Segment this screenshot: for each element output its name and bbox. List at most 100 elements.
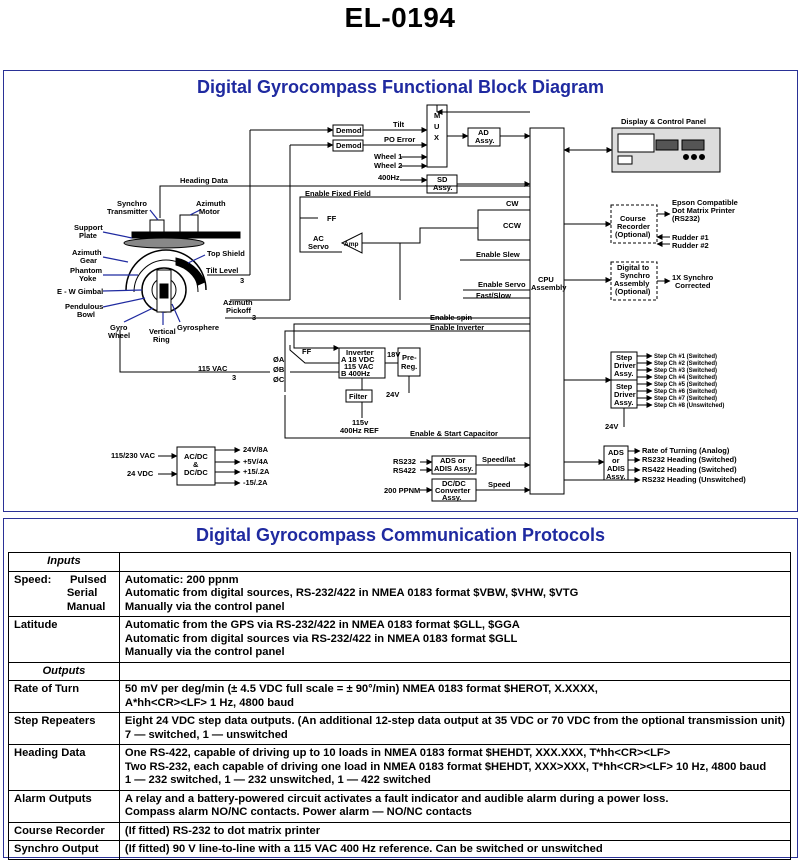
vac115-label: 115 VAC xyxy=(198,364,228,373)
row-value-line: (If fitted) RS-232 to dot matrix printer xyxy=(124,824,321,837)
filter-label: Filter xyxy=(349,392,367,401)
rs232-sw-label: RS232 Heading (Switched) xyxy=(642,455,737,464)
step-channel-label: Step Ch #5 (Switched) xyxy=(654,382,717,388)
rail-15p: +15/.2A xyxy=(243,467,270,476)
ff-label: FF xyxy=(327,214,337,223)
row-value-line: Compass alarm NO/NC contacts. Power alar… xyxy=(124,806,472,818)
inverter-1: Inverter xyxy=(346,348,374,357)
step-driver-1c: Assy. xyxy=(614,369,633,378)
inverter-3: 115 VAC xyxy=(344,362,374,371)
azimuth-gear-1: Azimuth xyxy=(72,248,102,257)
gyrosphere-assembly xyxy=(123,214,241,313)
epson-3: (RS232) xyxy=(672,214,700,223)
inputs-header-empty xyxy=(118,552,792,572)
inverter-block xyxy=(338,347,386,379)
outputs-header-empty xyxy=(118,661,792,681)
dcdc-1: DC/DC xyxy=(442,479,466,488)
row-label-line: Step Repeaters xyxy=(14,715,96,727)
pendulous-bowl-2: Bowl xyxy=(77,310,95,319)
row-value-line: Automatic from digital sources via RS-23… xyxy=(124,632,518,645)
fast-slow-label: Fast/Slow xyxy=(476,291,511,300)
demod-label-1: Demod xyxy=(336,126,362,135)
tilt-level-count: 3 xyxy=(240,276,244,285)
amp-label: Amp xyxy=(344,241,358,248)
row-value: Eight 24 VDC step data outputs. (An addi… xyxy=(118,712,792,745)
row-label: Speed: Pulsed Serial Manual xyxy=(8,570,120,617)
rudder2-label: Rudder #2 xyxy=(672,241,709,250)
vertical-ring-2: Ring xyxy=(153,335,170,344)
speed-label: Speed xyxy=(488,480,511,489)
digital-synchro-block xyxy=(610,261,658,301)
row-value-line: Manually via the control panel xyxy=(124,646,285,658)
inverter-4: B 400Hz xyxy=(341,369,370,378)
mux-u: U xyxy=(434,122,439,131)
row-label: Heading Data xyxy=(8,744,120,791)
ads-out-1: ADS xyxy=(608,448,624,457)
row-value-line: Automatic from the GPS via RS-232/422 in… xyxy=(124,619,520,631)
display-panel-label: Display & Control Panel xyxy=(621,117,706,126)
rs232-unsw-label: RS232 Heading (Unswitched) xyxy=(642,475,746,484)
filter-block xyxy=(345,389,373,403)
row-value-line: A*hh<CR><LF> 1 Hz, 4800 baud xyxy=(124,696,294,709)
tilt-label: Tilt xyxy=(393,120,405,129)
row-label-line: Heading Data xyxy=(14,747,86,759)
vdc-in-label: 24 VDC xyxy=(127,469,154,478)
row-value: Automatic from the GPS via RS-232/422 in… xyxy=(118,616,792,663)
row-label-line: Rate of Turn xyxy=(14,683,80,695)
row-value-line: A relay and a battery-powered circuit ac… xyxy=(124,792,669,805)
row-value-line: Manually via the control panel xyxy=(124,600,285,613)
step-channel-label: Step Ch #4 (Switched) xyxy=(654,375,717,381)
gyro-wheel-1: Gyro xyxy=(110,323,128,332)
gyro-wheel-2: Wheel xyxy=(108,331,130,340)
row-value: A relay and a battery-powered circuit ac… xyxy=(118,789,792,823)
ff2-label: FF xyxy=(302,347,312,356)
table-row: Rate of Turn 50 mV per deg/min (± 4.5 VDC… xyxy=(8,680,792,713)
heading-data-label: Heading Data xyxy=(180,176,229,185)
ads-out-2: or xyxy=(612,456,620,465)
table-row: Alarm Outputs A relay and a battery-power… xyxy=(8,789,792,823)
acdc-block xyxy=(176,446,216,486)
synchro-1x-2: Corrected xyxy=(675,281,711,290)
sd-label-2: Assy. xyxy=(433,183,452,192)
table-row: Course Recorder(If fitted) RS-232 to dot… xyxy=(8,821,792,841)
step-driver-block-2 xyxy=(610,379,638,409)
row-label-line: Speed: Pulsed xyxy=(14,573,107,586)
ac-servo-1: AC xyxy=(313,234,324,243)
row-value: 50 mV per deg/min (± 4.5 VDC full scale … xyxy=(118,680,792,713)
row-label: Alarm Outputs xyxy=(8,789,120,823)
dcdc-3: Assy. xyxy=(442,493,461,502)
pickoff-count: 3 xyxy=(252,313,256,322)
ac-servo-2: Servo xyxy=(308,242,329,251)
enable-spin-label: Enable spin xyxy=(430,313,473,322)
step-driver-2a: Step xyxy=(616,382,633,391)
gyrosphere-label: Gyrosphere xyxy=(177,323,219,332)
phase-a: ØA xyxy=(273,355,285,364)
po-error-label: PO Error xyxy=(384,135,415,144)
v18-label: 18V xyxy=(387,350,400,359)
digital-synchro-label-4: (Optional) xyxy=(615,287,651,296)
course-recorder-block xyxy=(610,204,658,244)
course-recorder-label-1: Course xyxy=(620,214,646,223)
step-channel-label: Step Ch #2 (Switched) xyxy=(654,361,717,367)
ref115-1: 115v xyxy=(352,418,369,427)
row-value-line: Automatic: 200 ppnm xyxy=(124,573,239,586)
inputs-header: Inputs xyxy=(8,552,792,572)
digital-synchro-label-3: Assembly xyxy=(614,279,650,288)
step-driver-2c: Assy. xyxy=(614,398,633,407)
vertical-ring-1: Vertical xyxy=(149,327,176,336)
enable-fixed-field-label: Enable Fixed Field xyxy=(305,189,371,198)
rs422-in: RS422 xyxy=(393,466,416,475)
phantom-yoke-2: Yoke xyxy=(79,274,96,283)
azimuth-gear-2: Gear xyxy=(80,256,97,265)
rs232-in: RS232 xyxy=(393,457,416,466)
row-label-line: Manual xyxy=(14,600,106,613)
protocols-title: Digital Gyrocompass Communication Protoc… xyxy=(195,525,606,545)
phase-b: ØB xyxy=(273,365,285,374)
ccw-label: CCW xyxy=(503,221,522,230)
step-channel-label: Step Ch #7 (Switched) xyxy=(654,396,717,402)
acdc-2: & xyxy=(193,460,199,469)
row-label: Synchro Output xyxy=(8,840,120,860)
